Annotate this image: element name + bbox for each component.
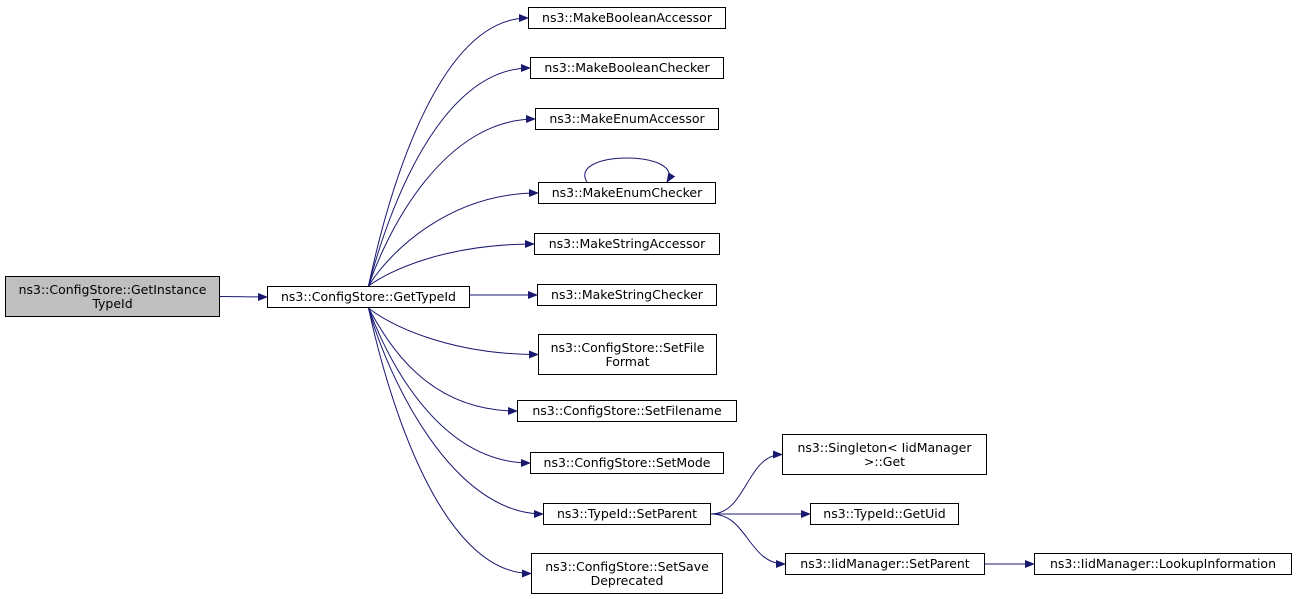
node-iidmanager-lookup-information[interactable]: ns3::IidManager::LookupInformation (1034, 553, 1292, 575)
edge-get-type-id-to-make-boolean-checker (368, 64, 531, 287)
node-set-file-format[interactable]: ns3::ConfigStore::SetFile Format (538, 334, 717, 375)
node-set-save-deprecated[interactable]: ns3::ConfigStore::SetSave Deprecated (531, 553, 723, 594)
edge-get-type-id-to-typeid-set-parent (368, 307, 544, 518)
edge-get-type-id-to-make-boolean-accessor (368, 14, 529, 287)
node-singleton-get[interactable]: ns3::Singleton< IidManager >::Get (782, 434, 987, 475)
edge-get-type-id-to-set-filename (368, 307, 518, 415)
node-get-instance-type-id[interactable]: ns3::ConfigStore::GetInstance TypeId (5, 276, 220, 317)
node-make-string-checker[interactable]: ns3::MakeStringChecker (537, 284, 717, 306)
node-make-enum-checker[interactable]: ns3::MakeEnumChecker (538, 182, 716, 204)
edge-get-type-id-to-set-save-deprecated (368, 307, 532, 578)
edge-get-type-id-to-set-file-format (368, 307, 539, 359)
edge-typeid-set-parent-to-iidmanager-set-parent (710, 513, 786, 568)
node-typeid-set-parent[interactable]: ns3::TypeId::SetParent (543, 503, 711, 525)
node-iidmanager-set-parent[interactable]: ns3::IidManager::SetParent (785, 553, 985, 575)
node-get-type-id[interactable]: ns3::ConfigStore::GetTypeId (267, 286, 470, 308)
edge-get-type-id-to-make-enum-accessor (368, 115, 536, 287)
node-set-filename[interactable]: ns3::ConfigStore::SetFilename (517, 400, 737, 422)
node-make-enum-accessor[interactable]: ns3::MakeEnumAccessor (535, 108, 719, 130)
node-set-mode[interactable]: ns3::ConfigStore::SetMode (530, 452, 724, 474)
edge-get-type-id-to-make-string-accessor (368, 240, 535, 287)
node-make-string-accessor[interactable]: ns3::MakeStringAccessor (534, 233, 720, 255)
edge-typeid-set-parent-to-singleton-get (710, 450, 783, 515)
edge-make-enum-checker-to-make-enum-checker (584, 157, 676, 183)
node-make-boolean-checker[interactable]: ns3::MakeBooleanChecker (530, 57, 724, 79)
edge-get-instance-type-id-to-get-type-id (219, 292, 268, 301)
node-make-boolean-accessor[interactable]: ns3::MakeBooleanAccessor (528, 7, 726, 29)
node-typeid-get-uid[interactable]: ns3::TypeId::GetUid (810, 503, 959, 525)
edge-get-type-id-to-make-enum-checker (368, 189, 539, 287)
edge-get-type-id-to-set-mode (368, 307, 531, 467)
